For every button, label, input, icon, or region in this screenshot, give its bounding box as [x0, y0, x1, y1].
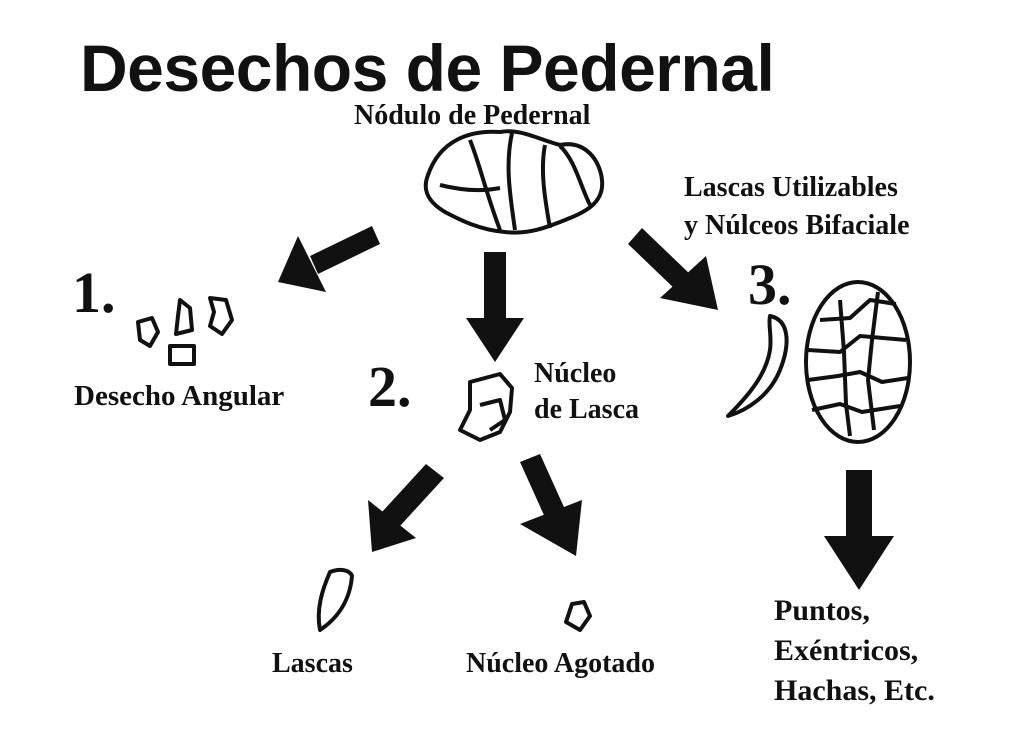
flakes-label: Lascas [272, 648, 353, 679]
flake-core-label-line2: de Lasca [534, 394, 639, 425]
flake-core-label-line1: Núcleo [534, 358, 617, 389]
arrow-to-angular-waste [278, 226, 380, 292]
products-label-line1: Puntos, [774, 594, 870, 627]
arrow-to-products [824, 470, 894, 590]
exhausted-core-label: Núcleo Agotado [466, 648, 655, 679]
stage-2-number: 2. [368, 354, 412, 419]
products-label-line3: Hachas, Etc. [774, 674, 935, 707]
flake-core-drawing [458, 372, 514, 442]
arrow-to-exhausted-core [520, 454, 582, 556]
arrow-to-flakes [368, 464, 444, 552]
angular-waste-label: Desecho Angular [74, 380, 285, 412]
stage-3-number: 3. [748, 252, 792, 317]
usable-flake-drawing [726, 314, 789, 418]
exhausted-core-drawing [564, 600, 592, 632]
arrow-to-usable-flakes [628, 228, 718, 310]
angular-waste-drawing [136, 296, 234, 366]
flake-drawing [316, 567, 354, 632]
usable-flakes-label-line2: y Núlceos Bifaciale [684, 210, 910, 241]
products-label-line2: Exéntricos, [774, 634, 919, 667]
arrow-to-flake-core [466, 252, 524, 362]
biface-drawing [804, 280, 912, 444]
stage-1-number: 1. [72, 260, 116, 325]
page-title: Desechos de Pedernal [80, 31, 775, 105]
nodule-label: Nódulo de Pedernal [354, 100, 591, 131]
usable-flakes-label-line1: Lascas Utilizables [684, 172, 898, 203]
flint-nodule-drawing [423, 129, 605, 235]
